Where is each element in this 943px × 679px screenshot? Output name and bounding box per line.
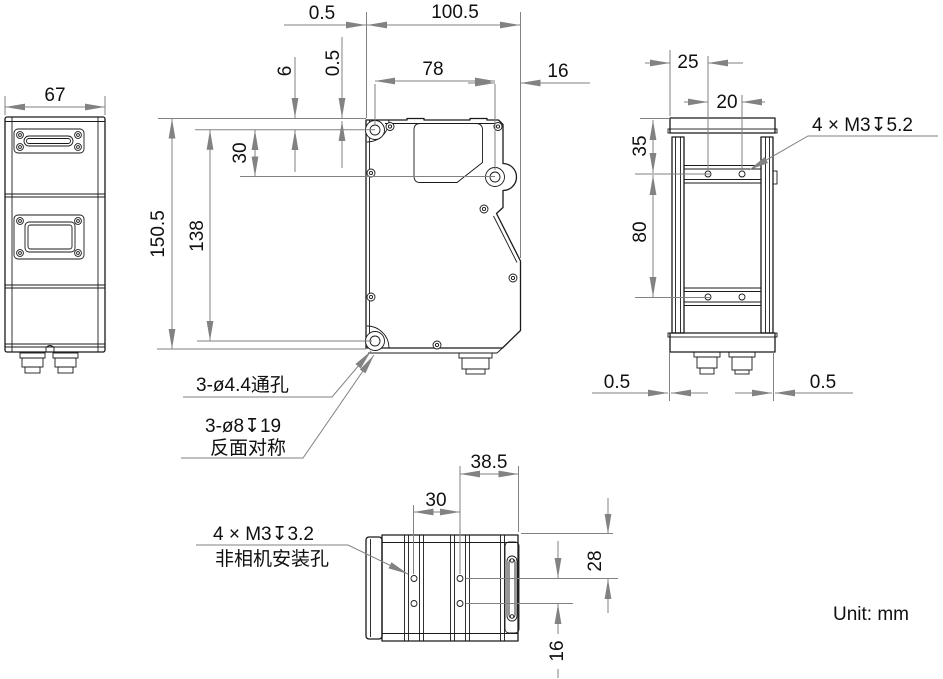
- m3-hole: [456, 575, 464, 582]
- bottom-view-callout: 4 × M3↧3.2 非相机安装孔: [196, 524, 409, 575]
- hole-band-bottom: [684, 287, 761, 306]
- m3-hole: [738, 170, 746, 178]
- front-view-connector: [458, 352, 493, 375]
- left-view-body: [4, 116, 106, 353]
- dim-hole-pitch-20: 20: [716, 92, 737, 113]
- right-view-callout: 4 × M3↧5.2: [748, 115, 938, 171]
- dim-top-hole-35: 35: [630, 135, 651, 156]
- window: [24, 221, 76, 253]
- dim-hole-pitch-80: 80: [630, 221, 651, 242]
- bottom-view: 38.5 30 28 16 4 × M3↧3.2 非相机安装孔: [196, 452, 618, 678]
- corner-bracket: [366, 325, 390, 348]
- dim-offset-0p5: 0.5: [309, 3, 335, 24]
- left-view-connectors: [19, 352, 79, 374]
- callout-counterbore-note: 反面对称: [210, 437, 286, 459]
- m3-hole: [456, 600, 464, 607]
- dim-hole-pitch-138: 138: [187, 220, 208, 252]
- laser-window: [413, 123, 483, 183]
- dim-edge-hole-28: 28: [585, 550, 606, 571]
- front-slot: [506, 555, 518, 622]
- front-view: 0.5 100.5 78 16 6 0.5 30 150.5 138 3-ø4.…: [148, 2, 590, 459]
- bottom-view-reference-lines: [413, 466, 618, 604]
- m3-hole: [410, 575, 418, 582]
- left-view-top-plate: [13, 128, 85, 154]
- dim-nose-16: 16: [547, 61, 568, 82]
- front-view-holes: [365, 120, 518, 351]
- left-view-window-plate: [13, 214, 85, 260]
- dim-ref-6: 6: [275, 66, 296, 77]
- dim-height-150p5: 150.5: [148, 210, 169, 258]
- front-view-callouts: 3-ø4.4通孔 3-ø8↧19 反面对称: [181, 350, 375, 459]
- callout-m3-note: 非相机安装孔: [215, 548, 329, 570]
- callout-through-holes: 3-ø4.4通孔: [196, 374, 289, 396]
- front-view-dims: 0.5 100.5 78 16 6 0.5 30 150.5 138: [148, 2, 590, 349]
- callout-m3-holes: 4 × M3↧5.2: [812, 115, 913, 136]
- dim-hole-top-30: 30: [230, 142, 251, 163]
- dim-edge-hole-25: 25: [677, 52, 698, 73]
- right-view-body: [667, 117, 778, 353]
- dim-depth-100p5: 100.5: [431, 2, 479, 23]
- left-view: 67: [4, 85, 106, 374]
- right-view-connectors: [693, 351, 756, 375]
- vent-slot: [23, 135, 74, 147]
- dim-front-hole-38p5: 38.5: [471, 452, 508, 473]
- dim-pad-0p5: 0.5: [323, 50, 344, 76]
- right-view: 25 20 35 80 0.5 0.5 4 × M3↧5.2: [592, 50, 938, 401]
- right-view-dims: 25 20 35 80 0.5 0.5: [592, 52, 853, 397]
- dim-overhang-right-0p5: 0.5: [810, 372, 836, 393]
- left-view-dims: 67: [4, 85, 106, 115]
- right-view-reference-lines: [635, 50, 774, 401]
- dim-hole-span-78: 78: [422, 59, 443, 80]
- front-view-body: [365, 117, 522, 354]
- bottom-notch: [45, 345, 55, 352]
- m3-hole: [410, 600, 418, 607]
- m3-hole: [738, 293, 746, 301]
- callout-counterbore: 3-ø8↧19: [205, 416, 281, 437]
- bottom-view-dims: 38.5 30 28 16: [413, 452, 612, 678]
- callout-m3-holes: 4 × M3↧3.2: [213, 524, 314, 545]
- bottom-view-body: [365, 534, 520, 642]
- dim-hole-pitch-16: 16: [547, 640, 568, 661]
- dim-overhang-left-0p5: 0.5: [604, 372, 630, 393]
- unit-note: Unit: mm: [833, 604, 909, 625]
- dim-hole-pitch-30: 30: [425, 490, 446, 511]
- dim-width-67: 67: [44, 85, 65, 106]
